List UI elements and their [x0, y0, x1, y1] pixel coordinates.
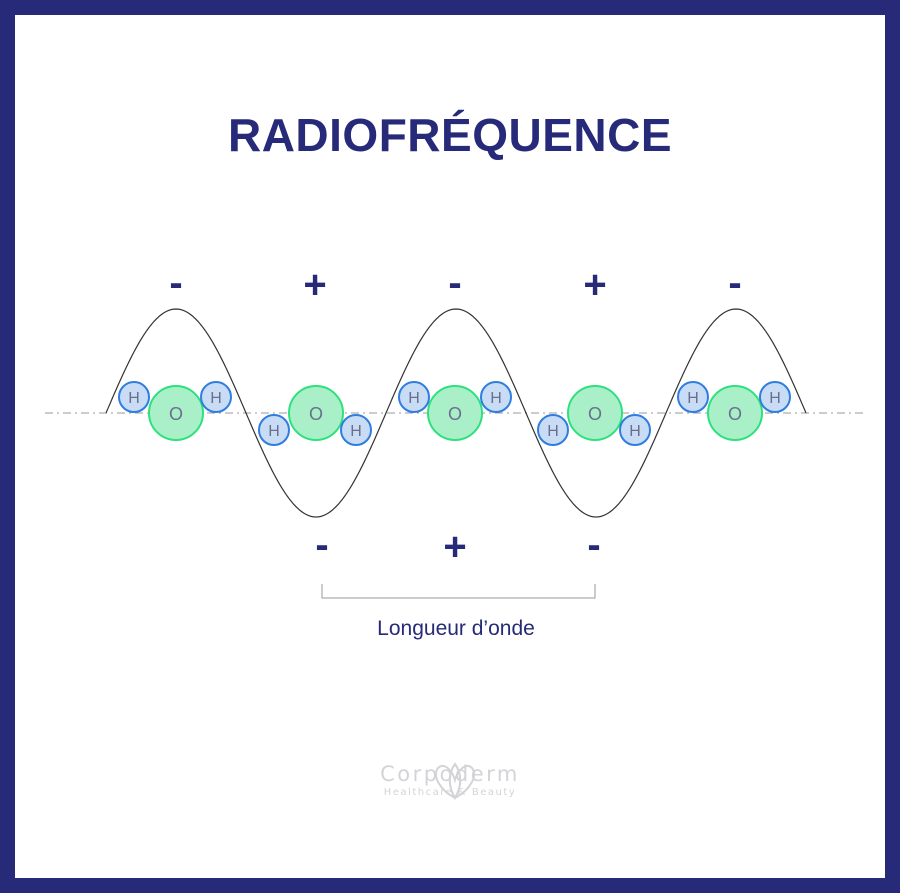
water-molecule: O H H [677, 381, 791, 441]
oxygen-label: O [309, 404, 323, 424]
oxygen-label: O [588, 404, 602, 424]
bottom-signs: - + - [315, 523, 600, 569]
hydrogen-label: H [268, 423, 280, 440]
hydrogen-atom [200, 381, 232, 413]
hydrogen-atom [398, 381, 430, 413]
brand-tagline: Healthcare & Beauty [383, 787, 517, 798]
top-sign: + [583, 263, 606, 307]
hydrogen-label: H [490, 390, 502, 407]
sine-wave [105, 308, 807, 518]
water-molecule: O H H [258, 385, 372, 446]
hydrogen-atom [619, 414, 651, 446]
top-sign: + [303, 263, 326, 307]
hydrogen-atom [677, 381, 709, 413]
oxygen-atom [427, 385, 483, 441]
leaf-logo-icon [435, 762, 475, 800]
bottom-sign: - [315, 523, 328, 567]
hydrogen-atom [759, 381, 791, 413]
hydrogen-atom [340, 414, 372, 446]
top-sign: - [169, 261, 182, 305]
oxygen-label: O [169, 404, 183, 424]
oxygen-label: O [448, 404, 462, 424]
water-molecule: O H H [118, 381, 232, 441]
hydrogen-atom [118, 381, 150, 413]
wavelength-bracket [321, 584, 596, 599]
top-sign: - [728, 261, 741, 305]
hydrogen-label: H [687, 390, 699, 407]
hydrogen-atom [480, 381, 512, 413]
hydrogen-label: H [408, 390, 420, 407]
bottom-sign: + [443, 525, 466, 569]
hydrogen-atom [537, 414, 569, 446]
oxygen-atom [567, 385, 623, 441]
top-signs: - + - + - [169, 261, 741, 307]
hydrogen-label: H [350, 423, 362, 440]
hydrogen-atom [258, 414, 290, 446]
oxygen-atom [707, 385, 763, 441]
oxygen-atom [288, 385, 344, 441]
water-molecule: O H H [398, 381, 512, 441]
bottom-sign: - [587, 523, 600, 567]
hydrogen-label: H [128, 390, 140, 407]
page-title: RADIOFRÉQUENCE [227, 109, 673, 161]
top-sign: - [448, 261, 461, 305]
brand-name: Corpoderm [380, 762, 520, 786]
brand-logo: Corpoderm Healthcare & Beauty [350, 760, 550, 798]
hydrogen-label: H [769, 390, 781, 407]
oxygen-atom [148, 385, 204, 441]
oxygen-label: O [728, 404, 742, 424]
wavelength-label: Longueur d’onde [377, 617, 535, 640]
water-molecule: O H H [537, 385, 651, 446]
hydrogen-label: H [210, 390, 222, 407]
hydrogen-label: H [547, 423, 559, 440]
hydrogen-label: H [629, 423, 641, 440]
